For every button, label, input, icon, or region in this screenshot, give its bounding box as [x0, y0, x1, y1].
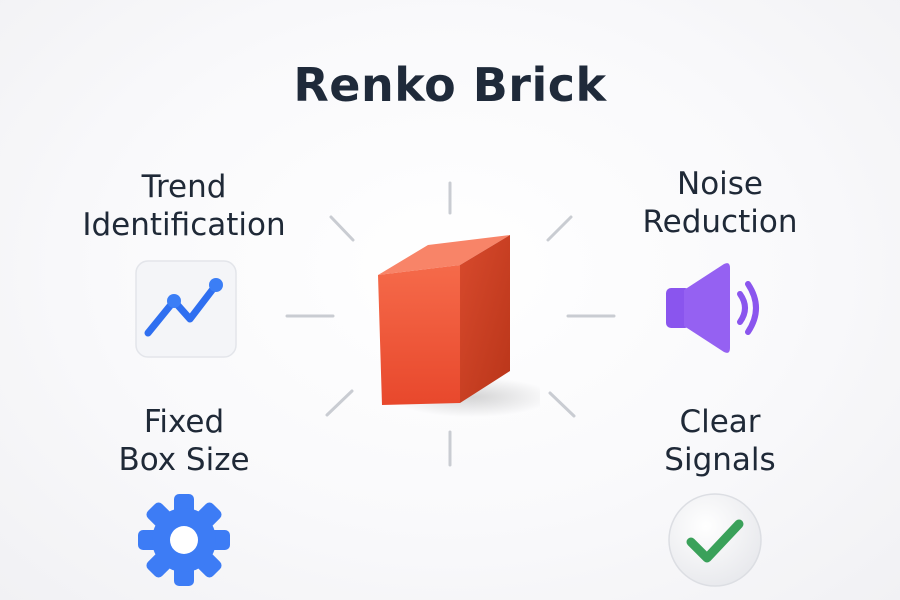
- renko-brick: [378, 235, 540, 417]
- brick-top-face: [378, 235, 510, 275]
- speaker-icon: [666, 263, 759, 353]
- ray-top-right: [546, 215, 573, 242]
- ray-bottom-right: [548, 391, 576, 418]
- label-noise-line2: Reduction: [642, 204, 798, 240]
- ray-bottom-left: [325, 389, 354, 417]
- label-clear-line1: Clear: [679, 404, 761, 440]
- ray-top-left: [329, 215, 355, 242]
- trend-line-chart-icon: [135, 260, 237, 358]
- diagram-title: Renko Brick: [293, 58, 607, 112]
- label-trend-identification: Trend Identification: [54, 168, 314, 244]
- label-trend-line2: Identification: [82, 207, 286, 243]
- label-fixed-line1: Fixed: [143, 404, 225, 440]
- checkmark-icon: [668, 493, 762, 587]
- label-clear-signals: Clear Signals: [590, 403, 850, 479]
- label-trend-line1: Trend: [141, 169, 227, 205]
- label-noise-line1: Noise: [677, 166, 763, 202]
- brick-side-face: [460, 235, 510, 403]
- label-clear-line2: Signals: [664, 442, 776, 478]
- label-fixed-box-size: Fixed Box Size: [54, 403, 314, 479]
- label-noise-reduction: Noise Reduction: [590, 165, 850, 241]
- brick-front-face: [378, 265, 460, 405]
- label-fixed-line2: Box Size: [118, 442, 250, 478]
- gear-icon: [138, 494, 230, 586]
